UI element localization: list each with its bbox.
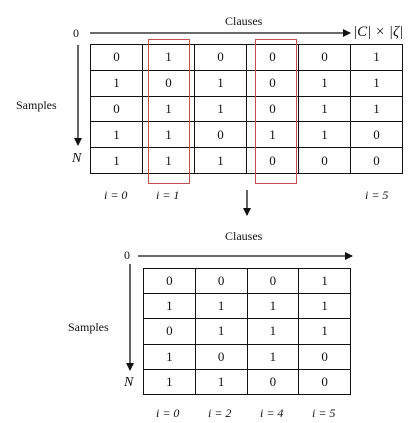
matrix-cell: 0 xyxy=(298,343,351,370)
matrix-cell: 1 xyxy=(194,293,248,320)
matrix-cell: 0 xyxy=(90,44,143,71)
matrix-cell: 1 xyxy=(298,267,351,295)
matrix-cell: 0 xyxy=(194,44,247,71)
bottom-index-label-0: i = 0 xyxy=(156,406,180,420)
matrix-cell: 0 xyxy=(143,318,196,345)
matrix-cell: 1 xyxy=(298,121,351,149)
matrix-cell: 1 xyxy=(143,293,196,320)
matrix-cell: 1 xyxy=(350,44,403,71)
bottom-index-label-4: i = 4 xyxy=(260,406,284,420)
bottom-origin-label: 0 xyxy=(124,248,130,262)
matrix-cell: 1 xyxy=(90,69,143,97)
matrix-cell: 0 xyxy=(90,95,143,123)
matrix-cell: 1 xyxy=(298,293,351,320)
matrix-cell: 1 xyxy=(246,293,300,320)
matrix-cell: 1 xyxy=(194,69,247,97)
matrix-cell: 0 xyxy=(143,267,196,295)
matrix-cell: 1 xyxy=(90,121,143,149)
matrix-cell: 0 xyxy=(350,121,403,149)
bottom-index-label-5: i = 5 xyxy=(312,406,336,420)
matrix-cell: 0 xyxy=(298,147,351,174)
matrix-cell: 1 xyxy=(246,318,300,345)
matrix-cell: 1 xyxy=(143,368,196,396)
matrix-cell: 1 xyxy=(194,147,247,174)
matrix-cell: 1 xyxy=(298,95,351,123)
matrix-cell: 0 xyxy=(194,121,247,149)
matrix-cell: 0 xyxy=(194,343,248,370)
matrix-cell: 1 xyxy=(298,318,351,345)
matrix-cell: 1 xyxy=(142,147,195,174)
matrix-cell: 1 xyxy=(350,95,403,123)
matrix-cell: 1 xyxy=(194,318,248,345)
matrix-cell: 1 xyxy=(246,343,300,370)
top-highlight-column-1 xyxy=(148,39,190,184)
matrix-cell: 1 xyxy=(90,147,143,174)
matrix-cell: 1 xyxy=(298,69,351,97)
bottom-rows-end-label: N xyxy=(124,375,134,390)
bottom-index-label-2: i = 2 xyxy=(208,406,232,420)
top-samples-label: Samples xyxy=(16,98,57,112)
top-rows-end-label: N xyxy=(72,151,82,166)
matrix-cell: 1 xyxy=(246,121,299,149)
top-clauses-end-label: |C| × |ζ| xyxy=(353,24,404,40)
matrix-cell: 0 xyxy=(246,368,300,396)
top-index-label-1: i = 1 xyxy=(156,188,180,202)
matrix-cell: 0 xyxy=(246,69,299,97)
matrix-cell: 1 xyxy=(194,368,248,396)
bottom-clauses-label: Clauses xyxy=(225,229,263,243)
matrix-cell: 0 xyxy=(350,147,403,174)
matrix-cell: 1 xyxy=(194,95,247,123)
top-index-label-0: i = 0 xyxy=(104,188,128,202)
matrix-cell: 0 xyxy=(298,44,351,71)
matrix-cell: 1 xyxy=(143,343,196,370)
top-highlight-column-3 xyxy=(255,39,297,184)
matrix-cell: 0 xyxy=(298,368,351,396)
bottom-samples-label: Samples xyxy=(68,320,109,334)
top-clauses-label: Clauses xyxy=(225,14,263,28)
matrix-cell: 1 xyxy=(350,69,403,97)
matrix-cell: 0 xyxy=(194,267,248,295)
matrix-cell: 0 xyxy=(246,267,300,295)
top-origin-label: 0 xyxy=(73,26,79,40)
top-index-label-5: i = 5 xyxy=(365,188,389,202)
